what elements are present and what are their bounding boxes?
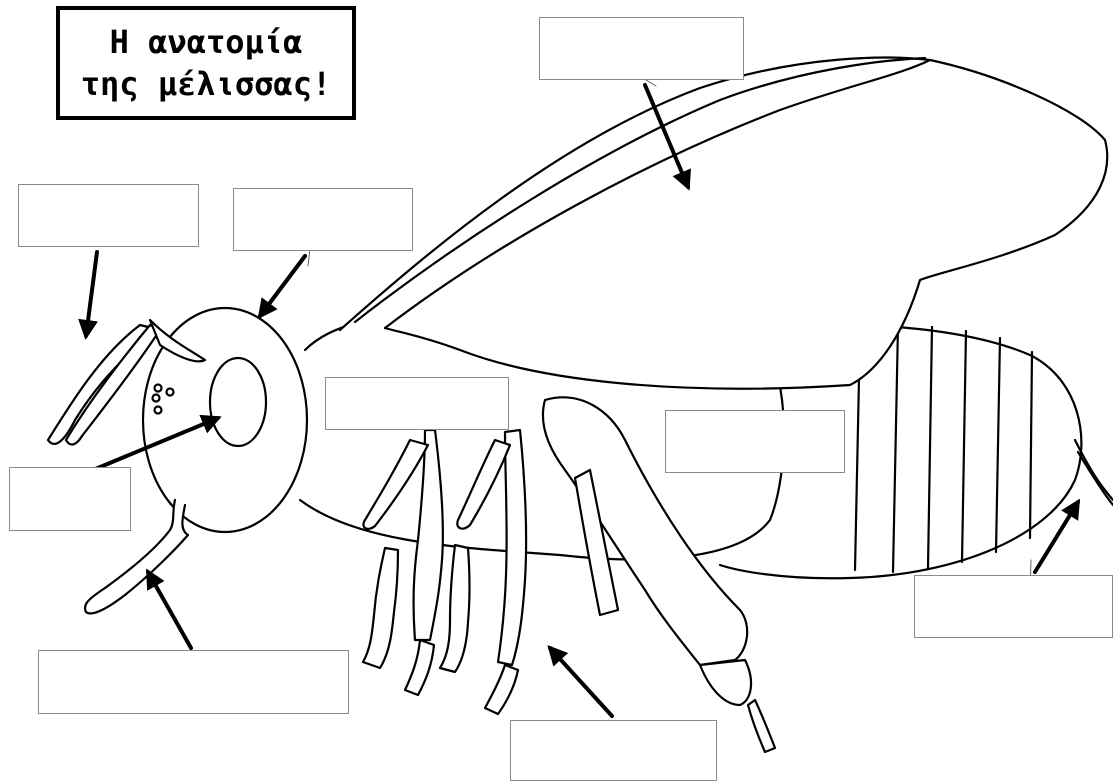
label-box-head[interactable] — [233, 188, 413, 251]
label-text-compound-eye — [10, 468, 130, 530]
label-box-compound-eye[interactable] — [9, 467, 131, 531]
label-box-stinger[interactable] — [914, 575, 1113, 638]
label-text-head — [234, 189, 412, 250]
compound-eye-shape — [210, 358, 266, 446]
label-text-legs — [511, 721, 716, 780]
title-box: Η ανατομία της μέλισσας! — [56, 6, 356, 120]
arrow-proboscis — [148, 572, 191, 648]
label-text-thorax — [326, 378, 508, 429]
label-box-legs[interactable] — [510, 720, 717, 781]
title-line-2: της μέλισσας! — [81, 63, 331, 105]
arrow-antenna — [86, 252, 97, 336]
label-text-proboscis — [39, 651, 348, 713]
arrow-legs — [550, 648, 612, 716]
label-box-antenna[interactable] — [18, 184, 199, 247]
label-box-proboscis[interactable] — [38, 650, 349, 714]
label-box-thorax[interactable] — [325, 377, 509, 430]
label-box-wing[interactable] — [539, 17, 744, 80]
title-line-1: Η ανατομία — [110, 21, 303, 63]
label-text-stinger — [915, 576, 1112, 637]
arrow-head — [260, 256, 305, 316]
wing-shape — [340, 58, 1107, 389]
label-text-wing — [540, 18, 743, 79]
label-text-antenna — [19, 185, 198, 246]
label-text-abdomen — [666, 411, 844, 472]
label-box-abdomen[interactable] — [665, 410, 845, 473]
